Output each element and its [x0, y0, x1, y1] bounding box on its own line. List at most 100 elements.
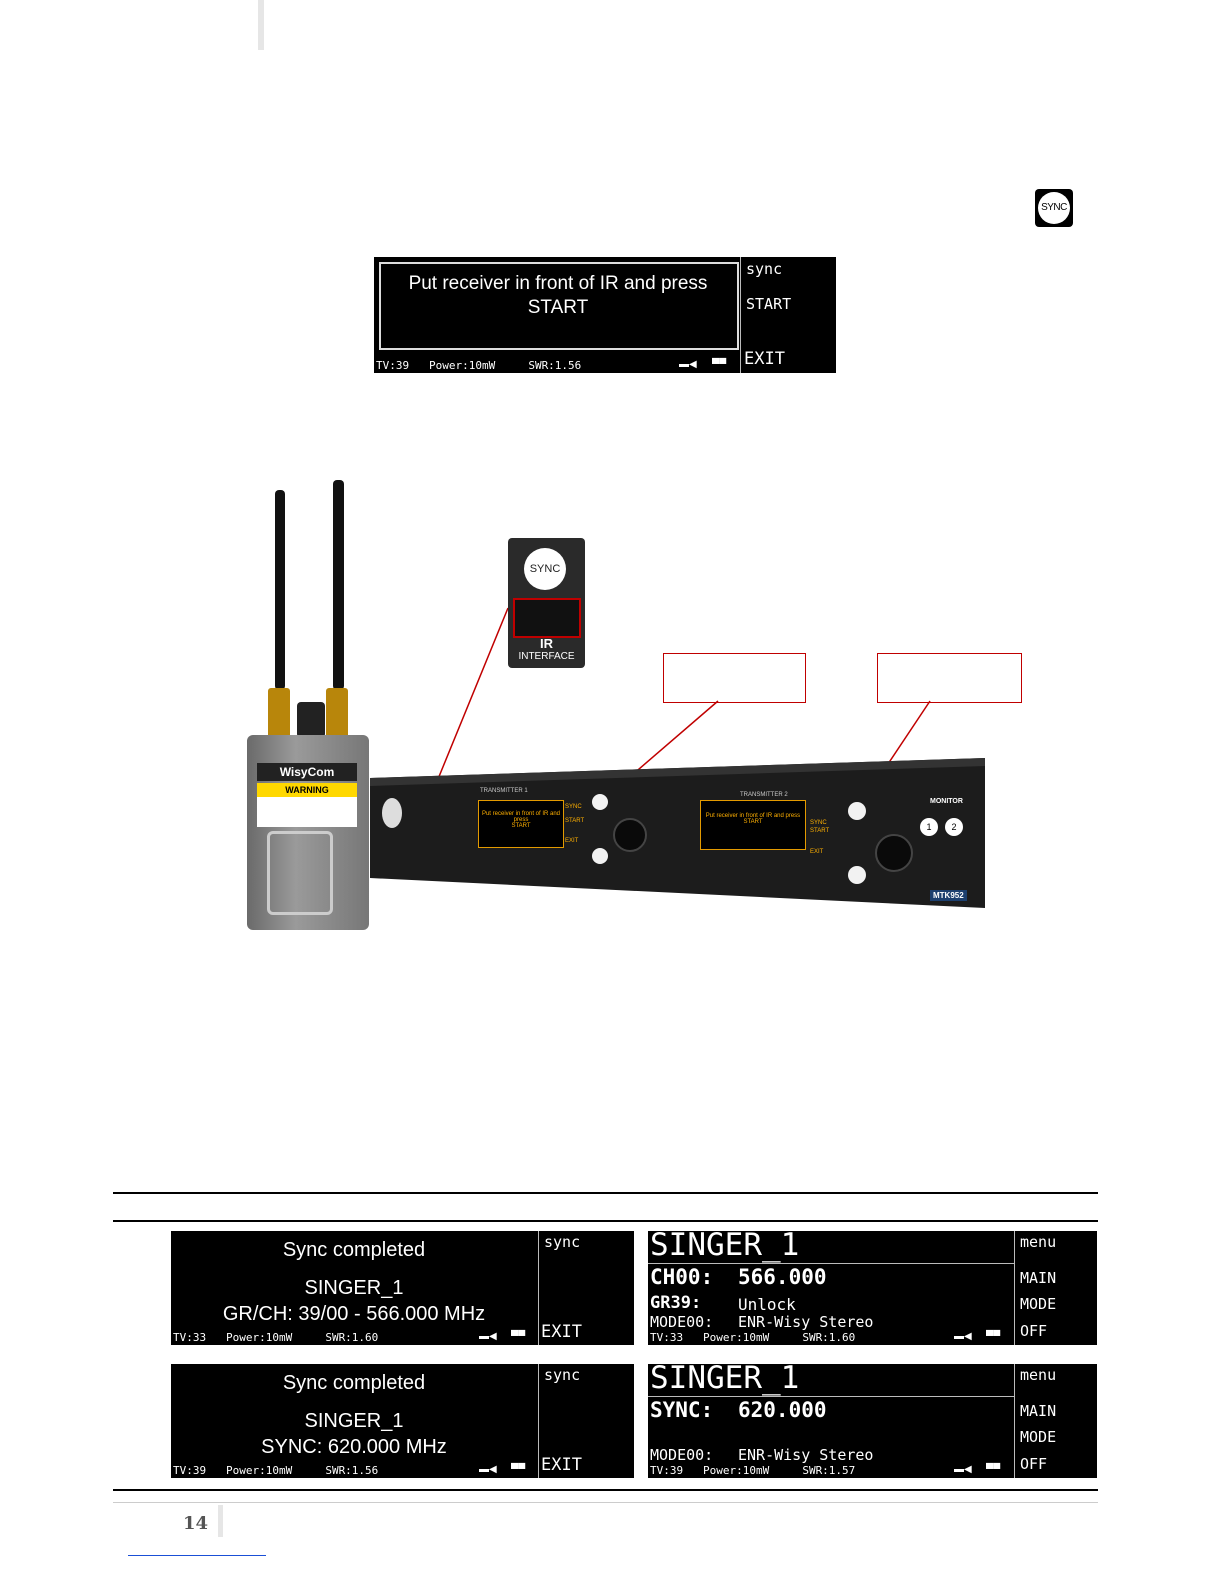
- screen3-line3: SYNC: 620.000 MHz: [261, 1436, 447, 1458]
- rack-body: [370, 758, 985, 908]
- screen2-monitor-icon: ▀▀: [986, 1331, 1001, 1342]
- screen2-row2-label: GR39:: [650, 1293, 702, 1313]
- screen4-softkey-off[interactable]: OFF: [1020, 1455, 1048, 1473]
- model-label: MTK952: [930, 890, 967, 901]
- screen3-status-bar: TV:39 Power:10mW SWR:1.56: [173, 1464, 379, 1477]
- screen1-monitor-icon: ▀▀: [511, 1331, 526, 1342]
- screen1-softkey-exit[interactable]: EXIT: [541, 1322, 582, 1342]
- sync-button-icon: SYNC: [1035, 189, 1073, 227]
- screen4-status-bar: TV:39 Power:10mW SWR:1.57: [650, 1464, 856, 1477]
- table-bottom-rule: [113, 1489, 1098, 1491]
- tx1-display-line1: Put receiver in front of IR and press: [481, 811, 561, 823]
- tx2-softkey-exit: EXIT: [810, 849, 824, 855]
- receiver-antenna-right: [333, 480, 344, 690]
- footer-link-underline[interactable]: [128, 1555, 266, 1556]
- prompt-message-box: [379, 262, 739, 350]
- screen4-row1-label: SYNC:: [650, 1398, 714, 1422]
- screen4-row3-value: ENR-Wisy Stereo: [738, 1446, 874, 1464]
- screen4-row3-label: MODE00:: [650, 1446, 714, 1464]
- prompt-line-1: Put receiver in front of IR and press: [408, 273, 708, 294]
- monitor-icon: ▀▀: [712, 359, 727, 370]
- screen4-divider: [1014, 1364, 1015, 1478]
- status-bar: TV:39 Power:10mW SWR:1.56: [376, 359, 582, 372]
- tx2-title: TRANSMITTER 2: [740, 792, 788, 798]
- screen4-battery-icon: ▬◀: [954, 1464, 972, 1475]
- screen1-line1: Sync completed: [282, 1239, 426, 1261]
- ir-sublabel: INTERFACE: [518, 651, 575, 662]
- tx1-softkey-exit: EXIT: [565, 838, 579, 844]
- main-screen-2: SINGER_1 SYNC: 620.000 MODE00: ENR-Wisy …: [648, 1364, 1097, 1478]
- tx2-display-line2: START: [743, 819, 763, 825]
- softkey-start[interactable]: START: [746, 295, 792, 313]
- prompt-line-2: START: [527, 297, 589, 318]
- screen2-softkey-mode[interactable]: MODE: [1020, 1295, 1057, 1313]
- page-number: 14: [183, 1513, 209, 1534]
- receiver-belt-clip: [267, 831, 333, 915]
- ir-interface-panel: SYNC IR INTERFACE: [508, 538, 585, 668]
- screen2-title: SINGER_1: [650, 1231, 800, 1263]
- screen4-monitor-icon: ▀▀: [986, 1464, 1001, 1475]
- softkey-sync[interactable]: sync: [746, 260, 783, 278]
- bodypack-receiver: WisyCom WARNING: [247, 735, 369, 930]
- screen3-battery-icon: ▬◀: [479, 1464, 497, 1475]
- screen2-row1-label: CH00:: [650, 1265, 714, 1289]
- screen4-softkey-main[interactable]: MAIN: [1020, 1402, 1057, 1420]
- screen2-row3-label: MODE00:: [650, 1313, 714, 1331]
- receiver-warning-sticker: [257, 797, 357, 827]
- receiver-top-knob: [297, 702, 325, 738]
- receiver-antenna-left: [275, 490, 285, 690]
- screen2-softkey-off[interactable]: OFF: [1020, 1322, 1048, 1340]
- screen2-row1-value: 566.000: [738, 1265, 827, 1289]
- monitor-button-1: 1: [920, 818, 938, 836]
- table-header-rule: [113, 1220, 1098, 1222]
- receiver-brand: WisyCom: [257, 763, 357, 781]
- tx1-title: TRANSMITTER 1: [480, 788, 528, 794]
- tx1-softkey-sync: SYNC: [565, 804, 582, 810]
- screen4-title-underline: [648, 1396, 1014, 1397]
- antenna-connector-right: [326, 688, 348, 738]
- screen2-status-bar: TV:33 Power:10mW SWR:1.60: [650, 1331, 856, 1344]
- screen3-line1: Sync completed: [282, 1372, 426, 1394]
- ir-window: [513, 598, 581, 638]
- softkey-divider: [740, 257, 741, 373]
- screen2-divider: [1014, 1231, 1015, 1345]
- header-accent-bar: [258, 0, 264, 50]
- screen2-softkey-main[interactable]: MAIN: [1020, 1269, 1057, 1287]
- screen2-battery-icon: ▬◀: [954, 1331, 972, 1342]
- screen1-softkey-sync[interactable]: sync: [544, 1233, 581, 1251]
- tx2-display-line1: Put receiver in front of IR and press: [705, 813, 801, 819]
- softkey-exit[interactable]: EXIT: [744, 349, 785, 369]
- screen3-softkey-exit[interactable]: EXIT: [541, 1455, 582, 1475]
- screen1-line3: GR/CH: 39/00 - 566.000 MHz: [222, 1303, 486, 1325]
- monitor-label: MONITOR: [930, 798, 963, 805]
- tx1-button-bottom: [592, 848, 608, 864]
- screen2-row2-value: Unlock: [738, 1295, 796, 1314]
- screen2-softkey-menu[interactable]: menu: [1020, 1233, 1057, 1251]
- tx1-display: Put receiver in front of IR and press ST…: [478, 800, 564, 848]
- screen4-softkey-mode[interactable]: MODE: [1020, 1428, 1057, 1446]
- screen1-divider: [538, 1231, 539, 1345]
- tx1-display-line2: START: [511, 823, 531, 829]
- tx2-softkey-sync: SYNC: [810, 820, 827, 826]
- tx2-softkey-start: START: [810, 828, 830, 834]
- screen3-softkey-sync[interactable]: sync: [544, 1366, 581, 1384]
- tx2-jog-knob: [875, 834, 913, 872]
- transmitter-rack: TRANSMITTER 1 Put receiver in front of I…: [370, 758, 985, 908]
- screen3-monitor-icon: ▀▀: [511, 1464, 526, 1475]
- ir-sync-button: SYNC: [524, 548, 566, 590]
- footer-accent-bar: [218, 1505, 223, 1537]
- monitor-button-2: 2: [945, 818, 963, 836]
- tx1-jog-knob: [613, 818, 647, 852]
- rack-ear-hole: [382, 798, 402, 828]
- callout-box-right: [877, 653, 1022, 703]
- antenna-connector-left: [268, 688, 290, 738]
- screen1-battery-icon: ▬◀: [479, 1331, 497, 1342]
- callout-box-left: [663, 653, 806, 703]
- screen4-softkey-menu[interactable]: menu: [1020, 1366, 1057, 1384]
- ir-label: IR: [540, 636, 553, 651]
- main-screen-1: SINGER_1 CH00: 566.000 GR39: Unlock MODE…: [648, 1231, 1097, 1345]
- screen2-row3-value: ENR-Wisy Stereo: [738, 1313, 874, 1331]
- sync-completed-screen-2: Sync completed SINGER_1 SYNC: 620.000 MH…: [171, 1364, 634, 1478]
- screen1-status-bar: TV:33 Power:10mW SWR:1.60: [173, 1331, 379, 1344]
- screen4-row1-value: 620.000: [738, 1398, 827, 1422]
